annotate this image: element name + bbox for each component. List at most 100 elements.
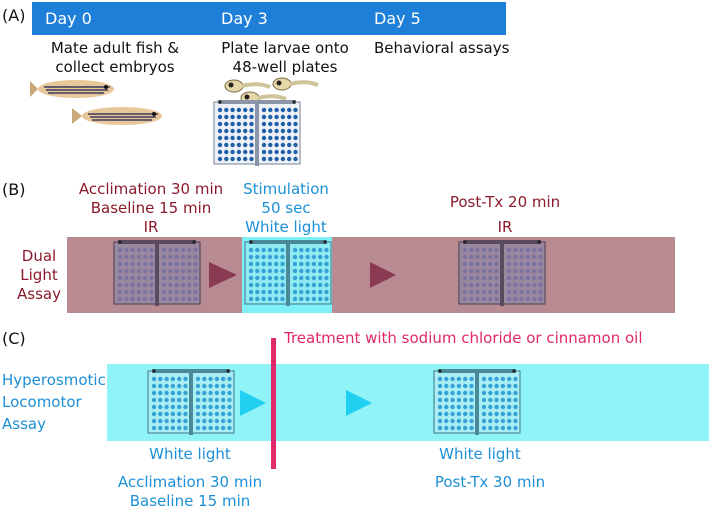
panel-c-letter: (C) [2, 329, 26, 348]
well [488, 411, 493, 417]
well [183, 397, 188, 403]
well [143, 254, 148, 260]
well [164, 376, 169, 382]
well [268, 107, 273, 113]
well [249, 121, 254, 127]
well [195, 425, 201, 431]
well [174, 296, 179, 302]
larva-icon-1 [224, 79, 271, 93]
well [164, 390, 169, 396]
post-tx-label-c: Post-Tx 30 min [434, 473, 546, 491]
well [151, 376, 157, 382]
well [444, 376, 449, 382]
well [299, 275, 304, 281]
well [280, 128, 286, 134]
well [236, 149, 242, 155]
well [463, 390, 468, 396]
well [217, 156, 223, 162]
well [214, 425, 220, 431]
well [177, 397, 182, 403]
well [475, 282, 480, 288]
well [481, 254, 487, 260]
well [248, 282, 254, 288]
well [117, 261, 123, 267]
well [221, 404, 226, 410]
well [324, 268, 329, 274]
well [444, 411, 449, 417]
well [525, 247, 531, 253]
adult-zebrafish-icon-1 [30, 80, 114, 98]
well [261, 121, 267, 127]
well [202, 376, 207, 382]
well [507, 425, 512, 431]
well [117, 275, 123, 281]
well [274, 156, 279, 162]
well [506, 296, 512, 302]
adult-zebrafish-icon-2 [72, 107, 162, 125]
well [164, 418, 169, 424]
well [202, 425, 207, 431]
well [305, 268, 310, 274]
well [151, 390, 157, 396]
well [280, 268, 285, 274]
well [193, 268, 198, 274]
well [450, 383, 455, 389]
well [437, 418, 443, 424]
well [255, 261, 260, 267]
well [481, 268, 487, 274]
well [463, 411, 468, 417]
well [248, 289, 254, 295]
well [299, 261, 304, 267]
well [193, 275, 198, 281]
well [221, 390, 226, 396]
well [525, 261, 531, 267]
well [255, 254, 260, 260]
well [494, 397, 499, 403]
day0-description-line2: collect embryos [55, 58, 175, 76]
dual-light-assay-line3: Assay [17, 285, 61, 303]
well [311, 254, 317, 260]
well-plate-icon-day3 [213, 100, 301, 166]
well [170, 411, 176, 417]
well [507, 418, 512, 424]
well [274, 275, 279, 281]
well [221, 411, 226, 417]
well [261, 149, 267, 155]
well [158, 376, 163, 382]
white-light-label-right: White light [439, 445, 521, 463]
well [450, 425, 455, 431]
well [292, 296, 298, 302]
well [513, 254, 518, 260]
well [481, 390, 487, 396]
well [274, 107, 279, 113]
well [136, 282, 142, 288]
well [532, 275, 537, 281]
acclimation-label: Acclimation 30 min [78, 180, 224, 198]
well [538, 261, 543, 267]
well [311, 261, 317, 267]
well [230, 107, 235, 113]
timeline-day-0: Day 0 [45, 9, 92, 28]
well [268, 128, 273, 134]
well [230, 156, 235, 162]
well [174, 254, 179, 260]
well [174, 261, 179, 267]
well [227, 418, 232, 424]
well [202, 411, 207, 417]
well [164, 411, 169, 417]
well [280, 247, 285, 253]
well [124, 254, 129, 260]
well [463, 383, 468, 389]
well [268, 121, 273, 127]
well [195, 404, 201, 410]
well [243, 156, 248, 162]
well [261, 128, 267, 134]
well [208, 425, 213, 431]
well [305, 254, 310, 260]
well [437, 411, 443, 417]
well [437, 397, 443, 403]
well [274, 289, 279, 295]
well [507, 411, 512, 417]
well [180, 282, 186, 288]
well [195, 411, 201, 417]
